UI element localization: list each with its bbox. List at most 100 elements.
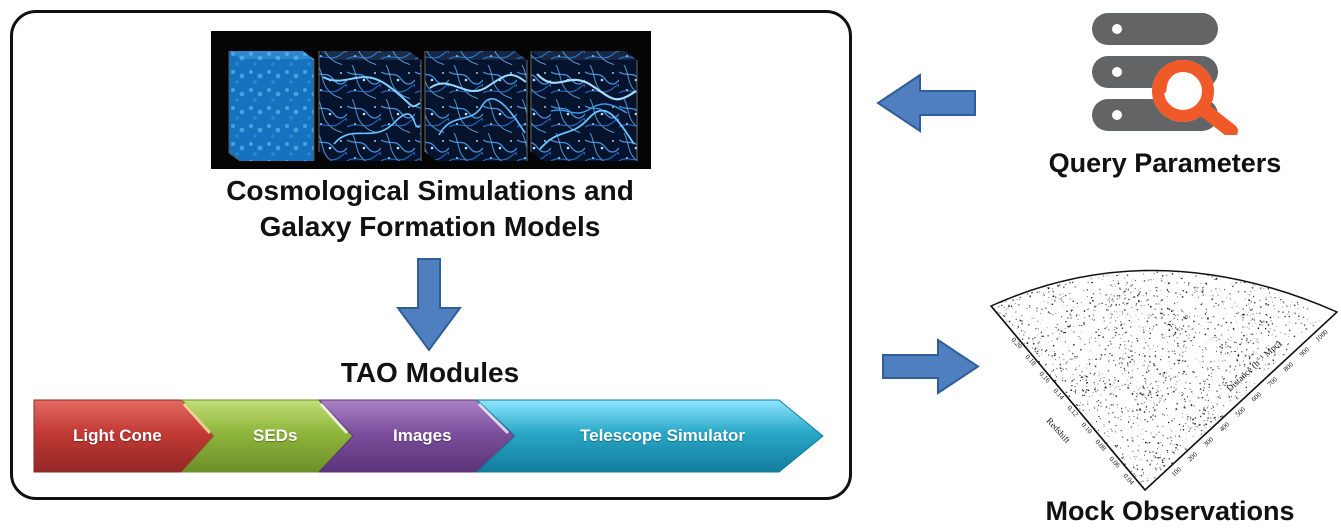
survey-point (1259, 299, 1261, 302)
survey-point (1242, 308, 1244, 310)
survey-point (1257, 347, 1259, 350)
survey-point (1110, 343, 1112, 345)
survey-point (1043, 294, 1045, 297)
survey-point (1171, 430, 1173, 432)
survey-point (1008, 344, 1010, 346)
survey-point (1135, 303, 1138, 305)
survey-point (1114, 377, 1116, 379)
survey-point (1262, 287, 1264, 289)
survey-point (1126, 439, 1129, 441)
svg-text:600: 600 (1250, 390, 1264, 403)
survey-point (1047, 302, 1049, 304)
survey-point (1183, 281, 1186, 284)
survey-point (1130, 377, 1132, 379)
survey-point (1112, 394, 1115, 396)
survey-point (1041, 353, 1043, 355)
survey-point (1261, 359, 1263, 361)
survey-point (1167, 348, 1169, 350)
survey-point (1157, 346, 1158, 348)
survey-point (1148, 390, 1151, 392)
survey-point (1170, 386, 1173, 388)
survey-point (1203, 271, 1204, 273)
survey-point (1131, 284, 1134, 286)
survey-point (1286, 343, 1289, 346)
survey-point (1073, 355, 1076, 358)
survey-point (1131, 358, 1134, 361)
survey-point (1084, 375, 1086, 377)
survey-point (1051, 303, 1054, 306)
survey-point (1150, 290, 1151, 291)
survey-point (1162, 374, 1164, 376)
survey-point (986, 322, 987, 323)
survey-point (1052, 266, 1053, 267)
survey-point (1026, 307, 1028, 309)
survey-point (993, 345, 995, 347)
survey-point (1129, 291, 1132, 294)
survey-point (1176, 343, 1179, 345)
survey-point (1089, 302, 1092, 304)
survey-point (1220, 354, 1222, 356)
survey-point (1102, 275, 1105, 277)
survey-point (1113, 295, 1115, 297)
survey-point (1121, 410, 1123, 413)
survey-point (1267, 304, 1270, 306)
survey-point (1048, 268, 1049, 269)
survey-point (1223, 303, 1224, 305)
survey-point (1118, 257, 1120, 259)
survey-point (1181, 265, 1182, 266)
survey-point (1057, 328, 1060, 331)
survey-point (1059, 298, 1061, 300)
survey-point (1256, 338, 1258, 340)
survey-point (1202, 352, 1203, 353)
survey-point (1084, 343, 1086, 346)
survey-point (1096, 409, 1098, 411)
survey-point (1229, 385, 1231, 386)
survey-point (1108, 301, 1111, 303)
survey-point (1224, 307, 1226, 309)
survey-point (1268, 363, 1270, 365)
survey-point (1189, 312, 1191, 314)
survey-point (1203, 383, 1206, 385)
survey-point (1019, 369, 1021, 371)
survey-point (1181, 310, 1184, 313)
survey-point (1128, 372, 1129, 374)
survey-point (1119, 310, 1121, 312)
survey-point (1201, 349, 1204, 351)
survey-point (996, 325, 998, 327)
survey-point (1085, 390, 1087, 392)
survey-point (1040, 323, 1042, 324)
survey-point (1034, 388, 1037, 391)
survey-point (1096, 400, 1098, 403)
survey-point (1041, 319, 1043, 321)
survey-point (1207, 411, 1209, 413)
survey-point (1165, 407, 1168, 410)
survey-point (1239, 363, 1241, 365)
survey-point (1233, 351, 1235, 352)
survey-point (1239, 308, 1241, 310)
survey-point (1130, 254, 1131, 255)
survey-point (1114, 432, 1116, 433)
survey-point (1159, 399, 1161, 401)
survey-point (1151, 255, 1153, 257)
survey-point (1208, 374, 1210, 377)
survey-point (1157, 463, 1159, 464)
survey-point (1282, 300, 1284, 302)
survey-point (1144, 338, 1145, 340)
survey-point (1113, 382, 1115, 384)
survey-point (1054, 354, 1056, 357)
survey-point (1149, 464, 1152, 466)
survey-point (1025, 367, 1027, 369)
survey-point (1174, 340, 1175, 342)
survey-point (1242, 339, 1243, 341)
survey-point (1125, 317, 1127, 318)
survey-point (1141, 255, 1143, 257)
survey-point (1236, 312, 1238, 315)
survey-point (1281, 344, 1283, 346)
survey-point (1083, 323, 1086, 326)
survey-point (1261, 321, 1263, 323)
survey-point (1036, 334, 1038, 336)
survey-point (1167, 314, 1169, 316)
survey-point (1017, 325, 1019, 327)
survey-point (1208, 386, 1210, 388)
survey-point (1037, 386, 1039, 388)
